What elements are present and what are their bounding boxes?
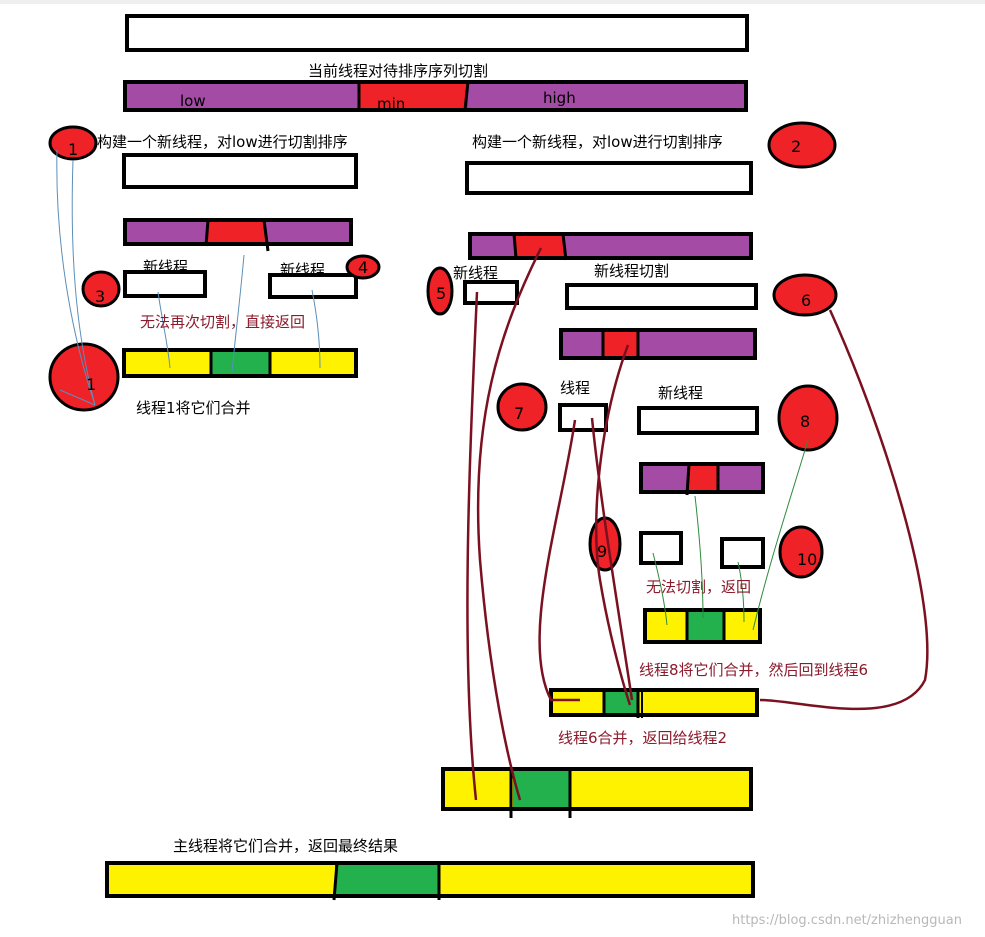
main-merge-label: 主线程将它们合并，返回最终结果	[173, 837, 399, 855]
marker-1b-label: 1	[86, 375, 97, 394]
marker-1-label: 1	[68, 140, 79, 159]
marker-10	[778, 525, 824, 579]
marker-5-label: 5	[436, 284, 447, 303]
high-segment	[468, 82, 746, 110]
low-segment	[125, 82, 360, 110]
marker-2	[767, 121, 837, 169]
no-split-return2-label: 无法切割，返回	[646, 578, 752, 596]
marker-3	[81, 270, 121, 308]
marker-5	[426, 266, 454, 316]
marker-2-label: 2	[791, 137, 802, 156]
high-label: high	[543, 89, 576, 107]
green-connector-lines	[652, 439, 809, 631]
marker-7-label: 7	[514, 404, 525, 423]
original-array-box	[125, 14, 749, 52]
t10-box	[720, 537, 765, 569]
t5-new-thread-label: 新线程	[453, 264, 499, 282]
right-thread-box	[465, 161, 753, 195]
t8-split-bar	[639, 462, 765, 496]
final-merged-bar	[105, 861, 755, 901]
t8-new-thread-label: 新线程	[658, 384, 704, 402]
marker-1	[48, 125, 98, 161]
left-thread-box	[122, 153, 358, 189]
t6-merged-bar	[549, 688, 759, 718]
marker-6	[772, 273, 838, 317]
t9-box	[639, 531, 683, 565]
t6-box	[565, 283, 758, 310]
min-label: min	[377, 95, 406, 113]
marker-10-label: 10	[797, 550, 818, 569]
marker-6-label: 6	[801, 291, 812, 310]
left-sub-box-1	[123, 270, 207, 298]
left-new-thread-label: 构建一个新线程，对low进行切割排序	[97, 133, 348, 151]
new-thread-split-label: 新线程切割	[594, 262, 670, 280]
t6-split-bar	[559, 328, 757, 360]
marker-8	[777, 384, 839, 452]
left-sub1-label: 新线程	[143, 258, 189, 276]
watermark: https://blog.csdn.net/zhizhengguan	[732, 913, 962, 928]
right-split-bar	[468, 232, 753, 261]
main-split-label: 当前线程对待排序序列切割	[308, 62, 489, 80]
marker-4-label: 4	[358, 258, 369, 277]
t7-thread-label: 线程	[560, 379, 591, 397]
marker-9-label: 9	[597, 542, 608, 561]
thread8-merge-label: 线程8将它们合并，然后回到线程6	[639, 661, 869, 679]
marker-3-label: 3	[95, 287, 106, 306]
thread1-merge-label: 线程1将它们合并	[136, 399, 251, 417]
left-sub2-label: 新线程	[280, 261, 326, 279]
main-split-bar	[123, 80, 748, 112]
t2-merged-bar	[441, 767, 753, 818]
min-segment	[360, 82, 468, 110]
no-split-return-label: 无法再次切割，直接返回	[140, 313, 306, 331]
marker-8-label: 8	[800, 412, 811, 431]
t7-box	[558, 403, 608, 432]
t5-box	[463, 280, 519, 305]
marker-4	[345, 254, 381, 280]
thin-connector-lines	[56, 149, 321, 406]
low-label: low	[180, 92, 206, 110]
left-merged-bar	[122, 348, 358, 378]
marker-7	[496, 382, 548, 432]
left-split-bar	[123, 218, 353, 252]
t8-box	[637, 406, 759, 435]
thread6-merge-label: 线程6合并，返回给线程2	[558, 729, 728, 747]
dark-red-connector-lines	[466, 247, 929, 801]
top-strip	[0, 0, 985, 4]
right-new-thread-label: 构建一个新线程，对low进行切割排序	[472, 133, 723, 151]
